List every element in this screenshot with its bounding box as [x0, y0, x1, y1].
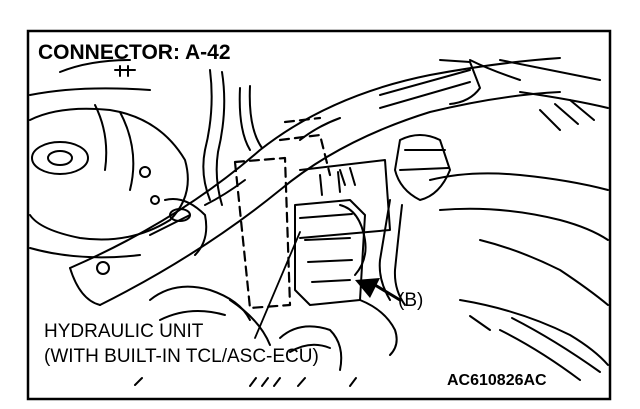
connector-title: CONNECTOR: A-42: [38, 41, 231, 64]
wiring-harness: [339, 134, 451, 306]
arrow-to-b: [373, 283, 402, 302]
cross-member: [69, 57, 561, 306]
callout-b-label: (B): [398, 290, 424, 311]
hydraulic-unit-sublabel: (WITH BUILT-IN TCL/ASC-ECU): [44, 346, 319, 367]
bottom-marks: [134, 377, 357, 387]
right-components: [429, 59, 609, 381]
hydraulic-unit-label: HYDRAULIC UNIT: [44, 321, 204, 342]
arrowhead: [355, 278, 380, 298]
figure-frame: [26, 29, 612, 401]
upper-hoses: [29, 59, 263, 206]
figure-code: AC610826AC: [447, 372, 547, 389]
dashed-outline: [233, 116, 332, 310]
leader-line: [254, 231, 301, 339]
lower-hand: [149, 198, 398, 371]
strut-tower: [29, 104, 189, 259]
